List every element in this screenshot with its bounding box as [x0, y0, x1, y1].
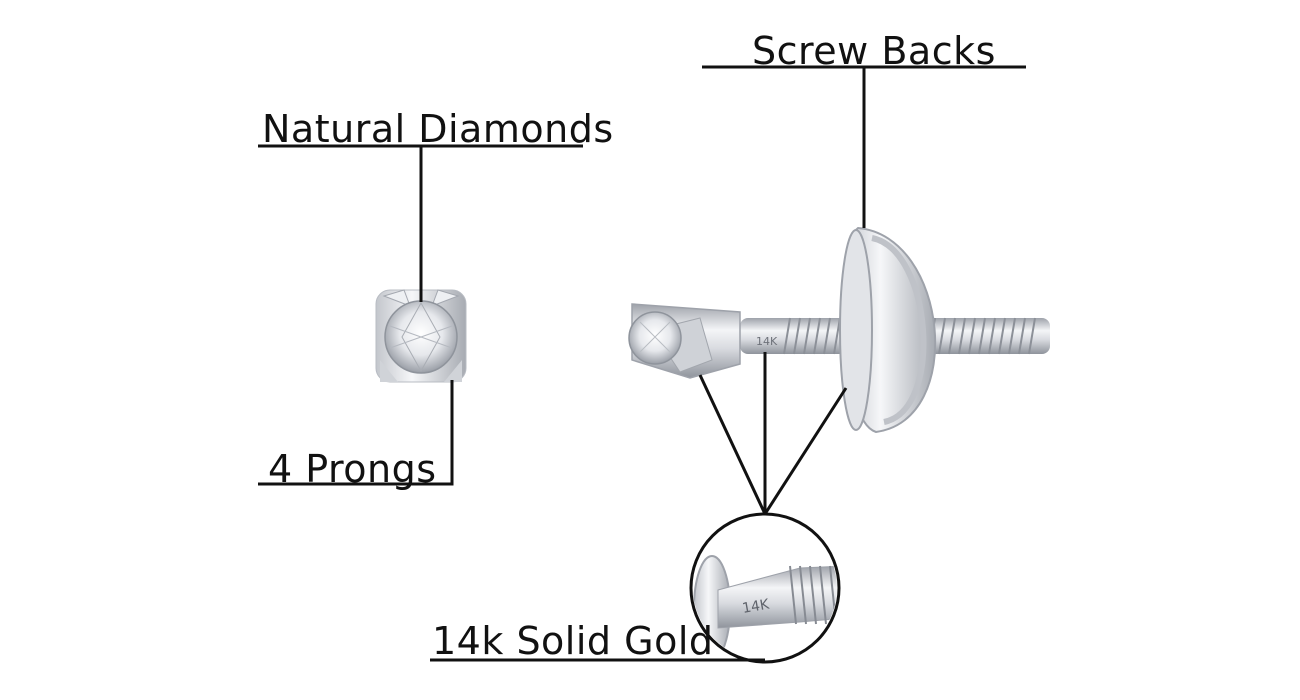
solid-gold-leader-right [763, 387, 848, 515]
post-stamp-text: 14K [756, 335, 778, 348]
four-prongs-label: 4 Prongs [268, 447, 437, 491]
solid-gold-leader-left [698, 374, 767, 515]
side-view-stud-illustration [628, 226, 1050, 434]
zoom-stamp-text: 14K [741, 596, 771, 617]
four-prongs-leader [258, 380, 454, 486]
screw-backs-label: Screw Backs [752, 29, 996, 73]
natural-diamonds-label: Natural Diamonds [262, 107, 614, 151]
solid-gold-label: 14k Solid Gold [432, 619, 714, 663]
front-view-stud-illustration [375, 289, 467, 383]
zoom-detail-illustration [693, 516, 837, 660]
